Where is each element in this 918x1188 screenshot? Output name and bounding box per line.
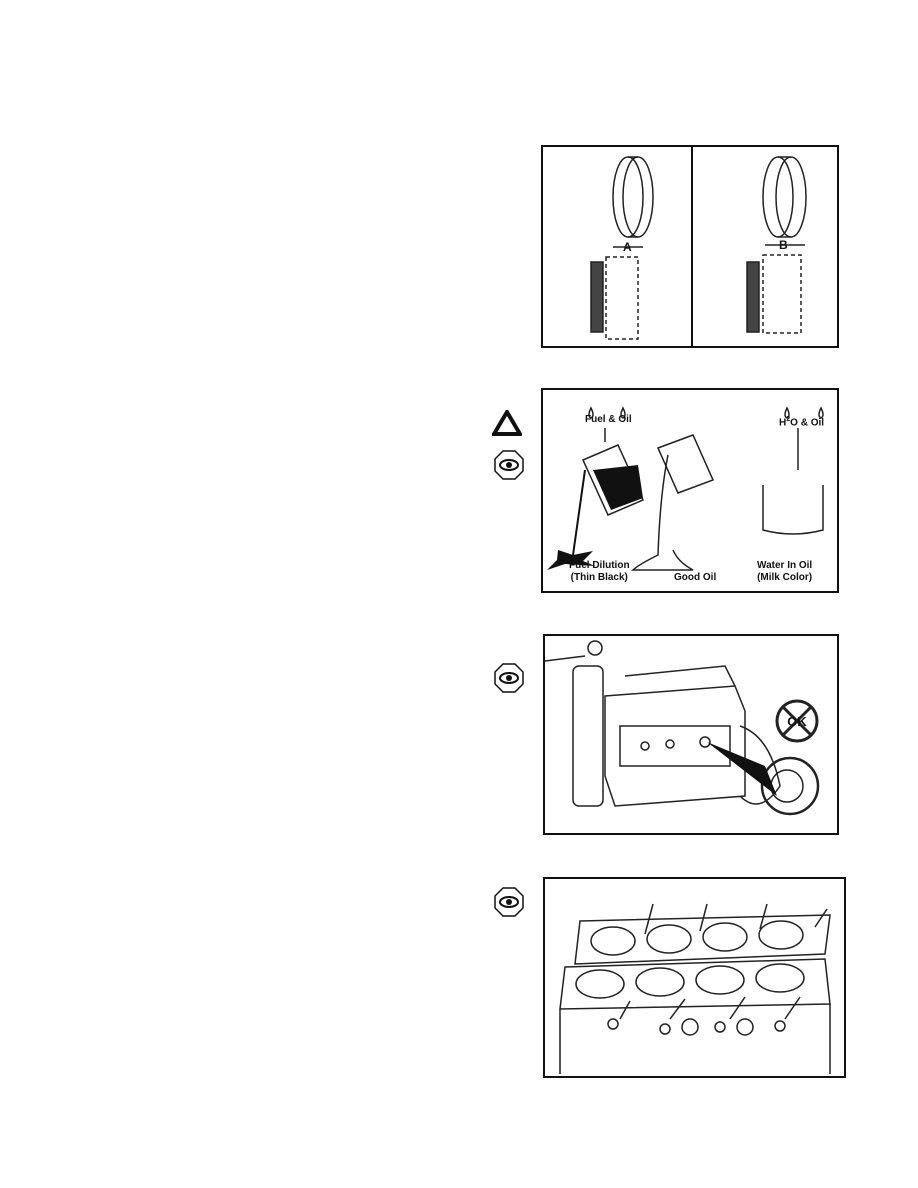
good-oil-label: Good Oil	[674, 572, 717, 583]
fuel-and-oil-label: Fuel & Oil	[585, 414, 632, 425]
water-in-oil-label: Water In Oil(Milk Color)	[757, 560, 812, 584]
caution-triangle-icon	[492, 410, 522, 436]
gasket-block-illustration	[559, 903, 831, 1074]
engine-illustration: OK	[545, 640, 820, 816]
water-in-oil-note: (Milk Color)	[757, 572, 813, 583]
dimension-b-label: B	[779, 238, 788, 252]
gear-illustration	[590, 147, 807, 347]
water-in-oil-title: Water In Oil	[757, 560, 813, 571]
figure-gear-width-comparison: A B	[541, 145, 839, 348]
figure-engine-leak-check: OK	[543, 634, 839, 835]
fuel-dilution-title: Fuel Dilution	[569, 560, 630, 571]
h2o-suffix: O & Oil	[790, 417, 825, 429]
oil-beakers-illustration	[547, 406, 824, 571]
inspect-eye-icon	[494, 887, 524, 917]
not-ok-symbol: OK	[787, 714, 807, 729]
figure-head-gasket	[543, 877, 846, 1078]
dimension-a-label: A	[623, 240, 632, 254]
fuel-dilution-note: (Thin Black)	[570, 572, 628, 583]
h2o-prefix: H	[779, 417, 787, 429]
inspect-eye-icon	[494, 663, 524, 693]
inspect-eye-icon	[494, 450, 524, 480]
fuel-dilution-label: Fuel Dilution(Thin Black)	[569, 560, 630, 584]
h2o-superscript: 2	[786, 416, 791, 423]
figure-oil-condition: Fuel & Oil H2O & Oil Fuel Dilution(Thin …	[541, 388, 839, 593]
h2o-and-oil-label: H2O & Oil	[779, 414, 824, 429]
